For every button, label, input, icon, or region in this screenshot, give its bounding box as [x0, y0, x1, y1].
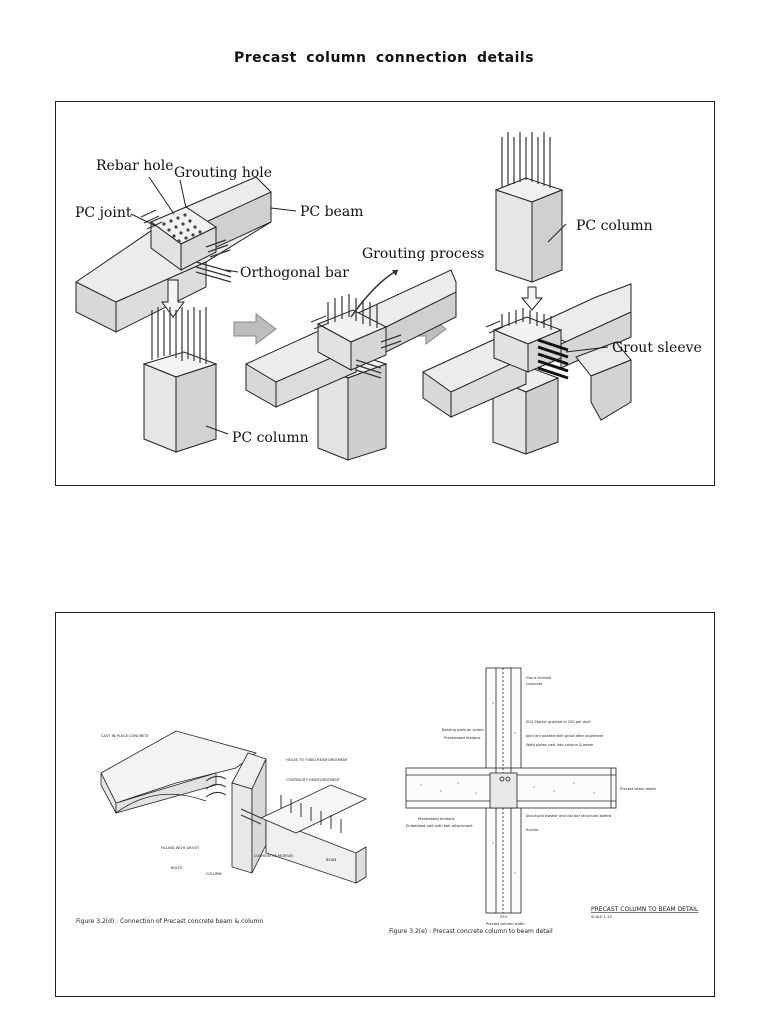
- label-pc-column-top: PC column: [576, 218, 653, 234]
- right-figure-caption: Figure 3.2(e) : Precast concrete column …: [389, 928, 553, 935]
- right-label-bars: Ø12 Starter grouted in 250 per duct: [526, 719, 591, 724]
- process-arrow-1: [233, 313, 277, 345]
- stage-3-beam-right: [529, 283, 632, 421]
- page-title: Precast column connection details: [233, 50, 535, 66]
- left-label-beam: BEAM: [326, 858, 336, 862]
- left-label-column: COLUMN: [206, 872, 222, 876]
- stage-2-joint: [310, 269, 402, 379]
- column-beam-section: [405, 667, 617, 914]
- figure-top-panel: Rebar hole Grouting hole PC joint PC bea…: [55, 101, 715, 486]
- figure-bottom-drawing: CAST IN PLACE CONCRETE HOLES TO FIXED RE…: [76, 667, 699, 935]
- stage-1-arrow-down: [161, 279, 185, 318]
- left-label-bolts: BOLTS: [171, 866, 183, 870]
- label-grouting-hole: Grouting hole: [174, 165, 272, 181]
- right-label-embedded: Embedded part with bolt attachment: [406, 824, 473, 828]
- left-figure-caption: Figure 3.2(d) : Connection of Precast co…: [76, 918, 263, 925]
- label-grouting-process: Grouting process: [362, 246, 484, 262]
- right-label-concrete: Concrete: [526, 682, 543, 686]
- right-label-structural-washer: Structural washer and rod bar structural…: [526, 814, 611, 818]
- right-detail-scale: SCALE 1:15: [591, 915, 612, 919]
- label-pc-joint: PC joint: [75, 205, 132, 221]
- left-label-filling: FILLING WITH GROUT: [161, 846, 200, 850]
- connection-isometric: [100, 730, 367, 884]
- right-label-col-width: Precast column width: [486, 922, 525, 926]
- stage-3-joint: [485, 308, 569, 380]
- right-label-prestressed-top: Prestressed tendons: [444, 736, 481, 740]
- label-pc-beam: PC beam: [300, 204, 363, 220]
- stage-3-top-column: [494, 132, 564, 311]
- right-label-prestressed-bottom: Prestressed tendons: [418, 817, 455, 821]
- right-label-beam-depth: Precast beam depth: [620, 787, 656, 791]
- right-label-weld: Weld plates cast into column & beam: [526, 743, 594, 747]
- figure-top-drawing: Rebar hole Grouting hole PC joint PC bea…: [75, 132, 702, 461]
- label-grout-sleeve: Grout sleeve: [612, 340, 702, 356]
- left-label-cast-in-place: CAST IN PLACE CONCRETE: [101, 734, 150, 738]
- left-label-cushion: CUSHION OF MORTAR: [254, 854, 293, 858]
- concrete-stipple: [420, 702, 595, 874]
- right-label-joint-dry: Joint dry packed with grout after alignm…: [525, 734, 604, 738]
- left-label-holes: HOLES TO FIXED REINFORCEMENT: [286, 758, 349, 762]
- right-detail-title: PRECAST COLUMN TO BEAM DETAIL: [591, 906, 699, 913]
- label-orthogonal-bar: Orthogonal bar: [240, 265, 349, 281]
- right-label-anchor: Anchor: [526, 828, 539, 832]
- right-label-grout-channel: Grout channel: [526, 676, 551, 680]
- stage-1-joint: [140, 206, 232, 283]
- label-rebar-hole: Rebar hole: [96, 158, 174, 174]
- figure-bottom-panel: CAST IN PLACE CONCRETE HOLES TO FIXED RE…: [55, 612, 715, 997]
- left-label-continuity: CONTINUITY REINFORCEMENT: [286, 778, 341, 782]
- right-label-dim-small: 250: [500, 915, 508, 919]
- right-label-bearing: Bearing pads on corbel: [442, 728, 484, 732]
- label-pc-column-bottom: PC column: [232, 430, 309, 446]
- stage-1-column: [142, 307, 218, 453]
- leader-lines-top: [130, 176, 609, 435]
